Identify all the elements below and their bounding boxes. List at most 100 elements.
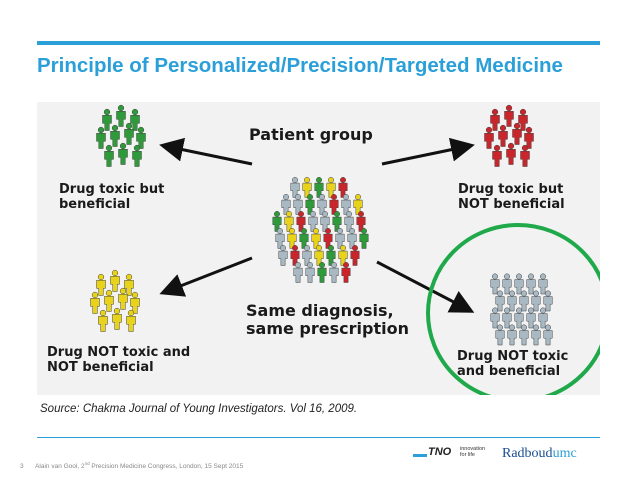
patient-group-diagram: Patient group Drug toxic but beneficial …	[37, 102, 600, 395]
person-icon-patient	[338, 177, 348, 198]
person-icon-green	[136, 126, 146, 149]
person-icon-patient	[308, 211, 318, 232]
person-icon-patient	[275, 228, 285, 249]
person-icon-patient	[335, 228, 345, 249]
person-icon-yellow	[90, 291, 100, 314]
slide-title: Principle of Personalized/Precision/Targ…	[37, 54, 563, 77]
person-icon-grey	[531, 290, 541, 312]
person-icon-grey	[526, 273, 536, 295]
person-icon-patient	[326, 177, 336, 198]
person-icon-grey	[538, 307, 548, 329]
person-icon-grey	[519, 290, 529, 312]
tno-tagline: innovation for life	[460, 446, 486, 458]
person-icon-patient	[278, 245, 288, 266]
person-icon-grey	[490, 273, 500, 295]
person-icon-patient	[305, 262, 315, 283]
person-icon-grey	[502, 273, 512, 295]
person-icon-red	[498, 124, 508, 147]
person-icon-red	[524, 126, 534, 149]
tno-logo-mark	[413, 454, 427, 457]
person-icon-grey	[543, 324, 553, 346]
group-label-toxic-not-beneficial: Drug toxic but NOT beneficial	[458, 182, 565, 212]
person-icon-patient	[293, 262, 303, 283]
person-icon-patient	[287, 228, 297, 249]
person-icon-yellow	[130, 291, 140, 314]
person-icon-green	[110, 124, 120, 147]
footer-ordinal: nd	[84, 461, 90, 466]
person-icon-patient	[311, 228, 321, 249]
person-icon-patient	[299, 228, 309, 249]
person-icon-patient	[317, 262, 327, 283]
person-icon-grey	[519, 324, 529, 346]
person-icon-patient	[317, 194, 327, 215]
person-icon-patient	[341, 262, 351, 283]
group-label-not-toxic-beneficial: Drug NOT toxic and beneficial	[457, 349, 569, 379]
person-icon-grey	[514, 273, 524, 295]
person-icon-grey	[531, 324, 541, 346]
footer-rule	[37, 437, 600, 438]
person-icon-green	[96, 126, 106, 149]
person-icon-grey	[538, 273, 548, 295]
person-icon-patient	[272, 211, 282, 232]
person-icon-green	[130, 108, 140, 131]
footer-text: 3 Alain van Gool, 2nd Precision Medicine…	[20, 461, 243, 470]
arrow-to-not-toxic-not-beneficial	[159, 256, 253, 297]
highlight-circle	[426, 223, 600, 395]
person-icon-patient	[305, 194, 315, 215]
group-label-toxic-beneficial: Drug toxic but beneficial	[59, 182, 165, 212]
person-icon-red	[520, 144, 530, 167]
person-icon-patient	[350, 245, 360, 266]
person-icon-green	[104, 144, 114, 167]
person-icon-red	[506, 142, 516, 165]
group-label-not-toxic-not-beneficial: Drug NOT toxic and NOT beneficial	[47, 345, 191, 375]
person-icon-yellow	[104, 289, 114, 312]
person-icon-yellow	[98, 309, 108, 332]
title-rule	[37, 41, 600, 45]
person-icon-yellow	[126, 309, 136, 332]
person-icon-patient	[290, 177, 300, 198]
diagnosis-label: Same diagnosis, same prescription	[246, 301, 409, 338]
person-icon-grey	[507, 324, 517, 346]
person-icon-green	[118, 142, 128, 165]
person-icon-red	[484, 126, 494, 149]
person-icon-patient	[329, 262, 339, 283]
person-icon-patient	[281, 194, 291, 215]
center-label: Patient group	[249, 125, 373, 144]
person-icon-green	[116, 104, 126, 127]
person-icon-yellow	[112, 307, 122, 330]
person-icon-patient	[347, 228, 357, 249]
tno-logo: TNO	[428, 446, 452, 458]
person-icon-red	[490, 108, 500, 131]
person-icon-yellow	[118, 287, 128, 310]
radboud-logo: Radboudumc	[502, 446, 577, 461]
person-icon-red	[518, 108, 528, 131]
person-icon-green	[102, 108, 112, 131]
person-icon-grey	[514, 307, 524, 329]
person-icon-patient	[302, 177, 312, 198]
person-icon-yellow	[96, 273, 106, 296]
arrow-to-toxic-beneficial	[159, 137, 253, 166]
arrow-to-not-toxic-beneficial	[376, 260, 475, 313]
person-icon-red	[492, 144, 502, 167]
person-icon-green	[132, 144, 142, 167]
person-icon-red	[512, 122, 522, 145]
person-icon-patient	[359, 228, 369, 249]
diagram-canvas	[90, 104, 600, 395]
person-icon-grey	[507, 290, 517, 312]
slide-number: 3	[20, 463, 24, 471]
person-icon-patient	[332, 211, 342, 232]
person-icon-grey	[526, 307, 536, 329]
person-icon-patient	[314, 245, 324, 266]
footer-author: Alain van Gool, 2	[35, 463, 85, 471]
footer-event: Precision Medicine Congress, London, 15 …	[89, 463, 244, 471]
arrow-to-toxic-not-beneficial	[381, 137, 475, 166]
person-icon-grey	[502, 307, 512, 329]
person-icon-grey	[495, 324, 505, 346]
person-icon-yellow	[110, 269, 120, 292]
person-icon-patient	[296, 211, 306, 232]
person-icon-yellow	[124, 273, 134, 296]
person-icon-red	[504, 104, 514, 127]
person-icon-grey	[543, 290, 553, 312]
person-icon-patient	[290, 245, 300, 266]
person-icon-green	[124, 122, 134, 145]
